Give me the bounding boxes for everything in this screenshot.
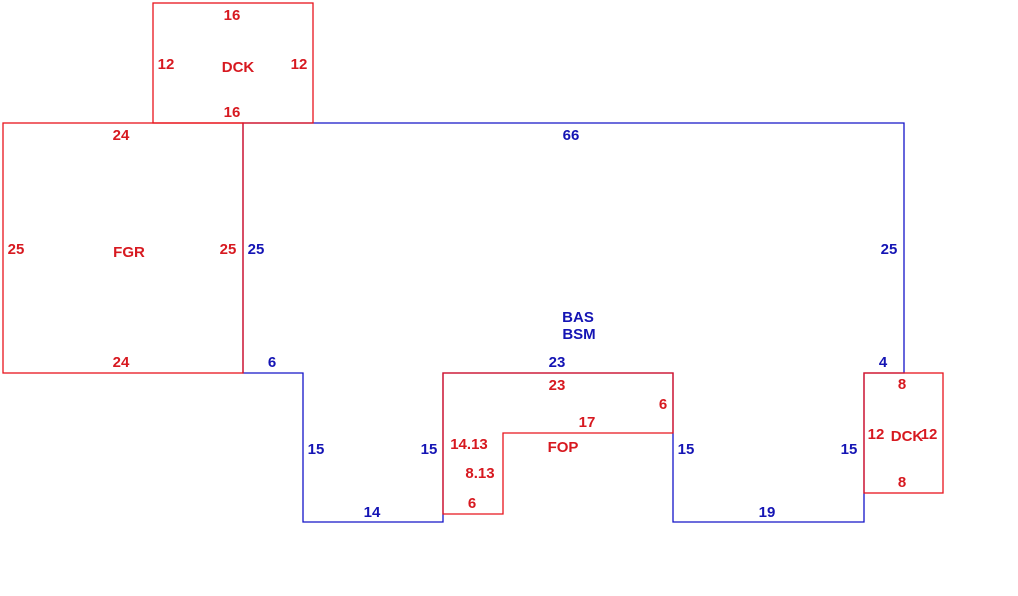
main-inner-left-dimension: 15 — [421, 441, 438, 458]
main-right-wing-side-dimension: 15 — [841, 441, 858, 458]
porch-inner-top-dimension: 17 — [579, 414, 596, 431]
main-left-dimension: 25 — [248, 241, 265, 258]
garage-left-dimension: 25 — [8, 241, 25, 258]
main-inner-right-dimension: 15 — [678, 441, 695, 458]
main-top-dimension: 66 — [563, 127, 580, 144]
main-area-code-1: BAS — [562, 309, 594, 326]
porch-top-dimension: 23 — [549, 377, 566, 394]
garage-right-dimension: 25 — [220, 241, 237, 258]
top-deck-code: DCK — [222, 59, 255, 76]
top-deck-right-dimension: 12 — [291, 56, 308, 73]
porch-bottom-dimension: 6 — [468, 495, 476, 512]
top-deck-left-dimension: 12 — [158, 56, 175, 73]
porch-inner-left-dimension: 8.13 — [465, 465, 494, 482]
main-step-right-dimension: 4 — [879, 354, 888, 371]
garage-bottom-dimension: 24 — [113, 354, 130, 371]
main-right-wing-bottom-dimension: 19 — [759, 504, 776, 521]
right-deck-top-dimension: 8 — [898, 376, 906, 393]
right-deck-left-dimension: 12 — [868, 426, 885, 443]
right-deck-right-dimension: 12 — [921, 426, 938, 443]
main-area-code-2: BSM — [562, 326, 595, 343]
main-right-dimension: 25 — [881, 241, 898, 258]
garage-code: FGR — [113, 244, 145, 261]
top-deck-top-dimension: 16 — [224, 7, 241, 24]
right-deck-outline — [863, 372, 944, 494]
porch-left-dimension: 14.13 — [450, 436, 488, 453]
porch-outline — [442, 372, 674, 515]
main-left-wing-bottom-dimension: 14 — [364, 504, 381, 521]
main-left-wing-side-dimension: 15 — [308, 441, 325, 458]
porch-right-dimension: 6 — [659, 396, 667, 413]
main-step-left-dimension: 6 — [268, 354, 276, 371]
right-deck-code: DCK — [891, 428, 924, 445]
main-notch-top-dimension: 23 — [549, 354, 566, 371]
top-deck-bottom-dimension: 16 — [224, 104, 241, 121]
top-deck-outline — [152, 2, 314, 124]
right-deck-bottom-dimension: 8 — [898, 474, 906, 491]
garage-outline — [2, 122, 244, 374]
porch-code: FOP — [548, 439, 579, 456]
garage-top-dimension: 24 — [113, 127, 130, 144]
